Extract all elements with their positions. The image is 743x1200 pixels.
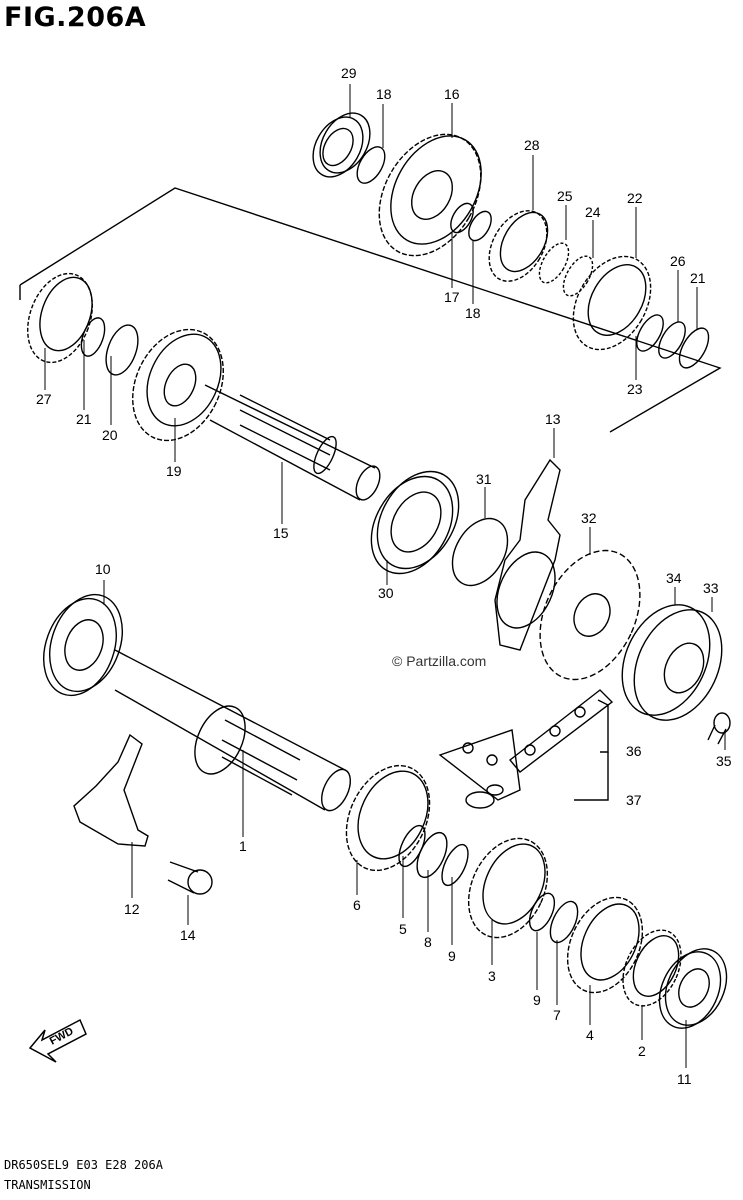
part-23-washer [636,314,664,352]
leader-lines [44,84,726,1068]
callout: 5 [399,921,407,937]
callout: 11 [677,1071,692,1087]
part-11-bearing [658,948,728,1029]
callout: 15 [273,525,289,541]
part-9-circlip-b [528,892,556,932]
part-32-sprocket [539,549,641,681]
callout: 19 [166,463,182,479]
part-21-circlip-b [80,317,106,357]
callout: 4 [586,1027,594,1043]
part-16-gear [378,133,482,257]
part-8-washer [416,831,448,879]
callout: 7 [553,1007,561,1023]
callout: 36 [626,743,642,759]
callout: 13 [545,411,561,427]
callout: 29 [341,65,357,81]
part-37-chain-joint [438,729,521,809]
callout: 18 [465,305,481,321]
callout: 26 [670,253,686,269]
callout: 21 [690,270,706,286]
part-30-bearing [370,470,460,575]
callout: 23 [627,381,643,397]
callout: 24 [585,204,601,220]
part-3-gear [467,837,549,939]
part-24-bushing [562,255,594,297]
callout: 6 [353,897,361,913]
callout: 32 [581,510,597,526]
callout: 33 [703,580,719,596]
part-13-plate [494,458,561,651]
callout: 1 [239,838,247,854]
callout: 34 [666,570,682,586]
part-27-gear [27,272,93,364]
part-17-bushing [450,202,474,234]
part-26-washer [658,321,686,359]
part-36-drive-chain [508,689,614,773]
part-2-gear [622,929,682,1007]
part-9-circlip [441,843,469,887]
callout: 3 [488,968,496,984]
part-7-washer [549,900,579,944]
part-10-bearing [43,593,123,697]
callout: 9 [448,948,456,964]
part-21-circlip [678,327,710,369]
callout: 8 [424,934,432,950]
callout: 20 [102,427,118,443]
callout: 10 [95,561,111,577]
callout: 9 [533,992,541,1008]
callout: 12 [124,901,140,917]
callout: 16 [444,86,460,102]
callout: 22 [627,190,643,206]
part-31-seal [451,517,509,587]
part-28-gear [488,210,549,282]
callout: 14 [180,927,196,943]
callout: 27 [36,391,52,407]
part-20-washer [105,324,139,376]
callout: 28 [524,137,540,153]
callout: 30 [378,585,394,601]
part-35-bolt [707,712,731,745]
part-29-bearing [312,112,371,178]
part-22-gear [572,255,652,351]
diagram-name: TRANSMISSION [4,1178,91,1192]
part-19-gear [132,328,224,442]
callout: 37 [626,792,642,808]
watermark: © Partzilla.com [392,653,486,669]
part-18-washer-b [468,210,492,242]
assembly-outline [19,187,722,433]
callout-numbers: 29 18 16 28 25 24 22 26 21 17 18 23 27 2… [36,65,732,1087]
part-15-countershaft [204,384,381,501]
part-6-gear [345,764,431,872]
callout: 31 [476,471,492,487]
callout: 35 [716,753,732,769]
callout: 21 [76,411,92,427]
callout: 17 [444,289,460,305]
diagram-code: DR650SEL9 E03 E28 206A [4,1158,163,1172]
figure-title: FIG.206A [4,2,147,33]
part-33-34-cushion [621,604,723,721]
part-25-washer [538,242,570,284]
part-4-gear [566,896,644,994]
part-1-driveshaft [114,649,352,812]
part-18-washer [356,146,386,184]
fwd-arrow-icon: FWD [28,1018,87,1063]
part-14-bolt [167,861,213,895]
callout: 18 [376,86,392,102]
part-12-plate [73,733,149,847]
callout: 25 [557,188,573,204]
callout: 2 [638,1043,646,1059]
